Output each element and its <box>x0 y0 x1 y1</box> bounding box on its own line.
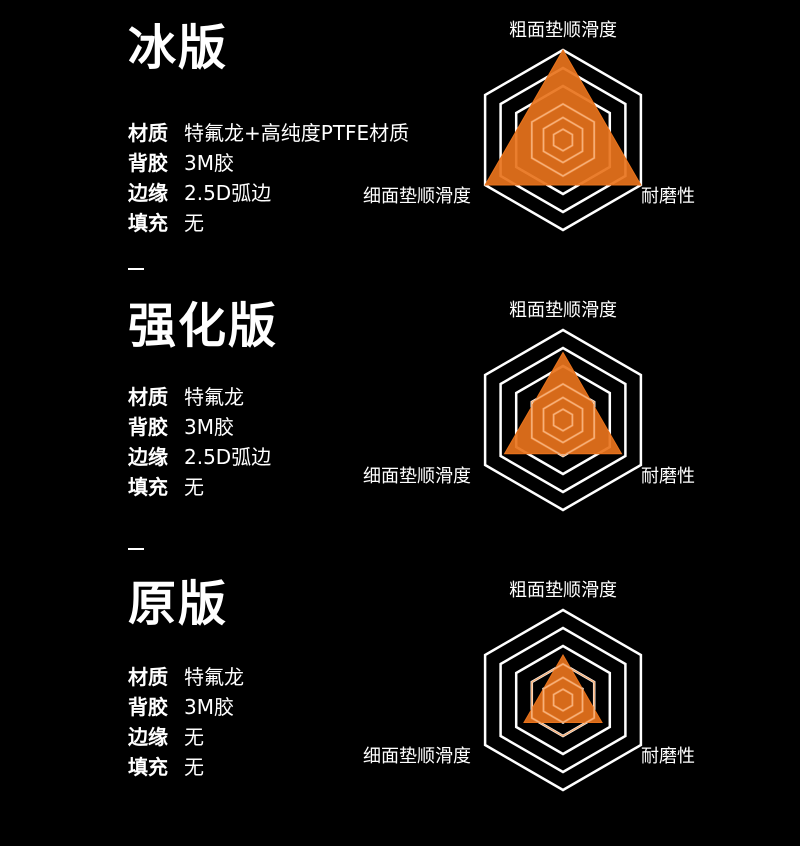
spec-list: 材质特氟龙 背胶 3M胶 边缘无 填充无 <box>128 660 244 780</box>
spec-row: 背胶 3M胶 <box>128 146 409 176</box>
version-title: 强化版 <box>128 298 279 354</box>
spec-key: 填充 <box>128 210 168 235</box>
radar-inner-ring <box>531 103 595 177</box>
radar-inner-ring <box>542 396 584 444</box>
radar-inner-ring <box>552 688 574 712</box>
spec-key: 边缘 <box>128 444 168 469</box>
radar-inner-ring <box>552 128 574 152</box>
radar-grid-ring <box>499 346 627 494</box>
radar-grid-ring <box>483 608 643 792</box>
spec-row: 边缘无 <box>128 720 244 750</box>
spec-key: 材质 <box>128 664 168 689</box>
radar-chart: 粗面垫顺滑度细面垫顺滑度 耐磨性 <box>360 0 720 250</box>
spec-value: 2.5D弧边 <box>184 444 272 469</box>
spec-row: 填充无 <box>128 206 409 236</box>
axis-label-top: 粗面垫顺滑度 <box>509 300 617 321</box>
radar-inner-ring <box>531 663 595 737</box>
spec-row: 边缘 2.5D弧边 <box>128 440 271 470</box>
spec-value: 特氟龙 <box>184 664 244 689</box>
spec-row: 材质特氟龙 <box>128 660 244 690</box>
spec-value: 无 <box>184 210 204 235</box>
axis-label-right: 耐磨性 <box>641 466 695 487</box>
radar-grid-ring <box>514 644 612 756</box>
version-title: 冰版 <box>128 20 229 76</box>
axis-label-top: 粗面垫顺滑度 <box>509 20 617 41</box>
spec-key: 边缘 <box>128 180 168 205</box>
spec-row: 填充无 <box>128 470 271 500</box>
radar-chart: 粗面垫顺滑度细面垫顺滑度 耐磨性 <box>360 280 720 530</box>
spec-value: 无 <box>184 754 204 779</box>
divider <box>128 268 144 270</box>
divider <box>128 548 144 550</box>
version-original: 原版 材质特氟龙 背胶 3M胶 边缘无 填充无 粗面垫顺滑度细面垫顺滑度 耐磨性 <box>0 576 800 846</box>
spec-list: 材质特氟龙 背胶 3M胶 边缘 2.5D弧边 填充无 <box>128 380 271 500</box>
spec-value: 无 <box>184 474 204 499</box>
radar-grid-ring <box>499 626 627 774</box>
radar-inner-ring <box>542 116 584 164</box>
axis-label-top: 粗面垫顺滑度 <box>509 580 617 601</box>
version-enhanced: 强化版 材质特氟龙 背胶 3M胶 边缘 2.5D弧边 填充无 粗面垫顺滑度细面垫顺滑… <box>0 298 800 568</box>
radar-grid-ring <box>514 84 612 196</box>
spec-value: 特氟龙+高纯度PTFE材质 <box>184 120 410 145</box>
spec-key: 填充 <box>128 754 168 779</box>
spec-row: 背胶 3M胶 <box>128 410 271 440</box>
spec-value: 3M胶 <box>184 414 234 439</box>
spec-row: 材质特氟龙+高纯度PTFE材质 <box>128 116 409 146</box>
spec-row: 背胶 3M胶 <box>128 690 244 720</box>
spec-key: 背胶 <box>128 414 168 439</box>
spec-value: 特氟龙 <box>184 384 244 409</box>
radar-chart: 粗面垫顺滑度细面垫顺滑度 耐磨性 <box>360 560 720 810</box>
spec-value: 3M胶 <box>184 694 234 719</box>
axis-label-left: 细面垫顺滑度 <box>363 466 471 487</box>
spec-row: 材质特氟龙 <box>128 380 271 410</box>
version-ice: 冰版 材质特氟龙+高纯度PTFE材质 背胶 3M胶 边缘 2.5D弧边 填充无 粗面… <box>0 20 800 290</box>
spec-row: 边缘 2.5D弧边 <box>128 176 409 206</box>
radar-inner-ring <box>552 408 574 432</box>
axis-label-left: 细面垫顺滑度 <box>363 186 471 207</box>
spec-value: 3M胶 <box>184 150 234 175</box>
radar-inner-ring <box>542 676 584 724</box>
spec-key: 填充 <box>128 474 168 499</box>
axis-label-right: 耐磨性 <box>641 746 695 767</box>
spec-key: 边缘 <box>128 724 168 749</box>
axis-label-right: 耐磨性 <box>641 186 695 207</box>
radar-grid-ring <box>483 328 643 512</box>
version-title: 原版 <box>128 576 229 632</box>
radar-grid-ring <box>499 66 627 214</box>
axis-label-left: 细面垫顺滑度 <box>363 746 471 767</box>
radar-grid-ring <box>483 48 643 232</box>
radar-inner-ring <box>531 383 595 457</box>
spec-value: 无 <box>184 724 204 749</box>
radar-grid-ring <box>514 364 612 476</box>
spec-key: 背胶 <box>128 694 168 719</box>
spec-key: 材质 <box>128 384 168 409</box>
radar-value-area <box>503 351 623 455</box>
spec-row: 填充无 <box>128 750 244 780</box>
spec-list: 材质特氟龙+高纯度PTFE材质 背胶 3M胶 边缘 2.5D弧边 填充无 <box>128 116 409 236</box>
spec-key: 背胶 <box>128 150 168 175</box>
spec-value: 2.5D弧边 <box>184 180 272 205</box>
spec-key: 材质 <box>128 120 168 145</box>
